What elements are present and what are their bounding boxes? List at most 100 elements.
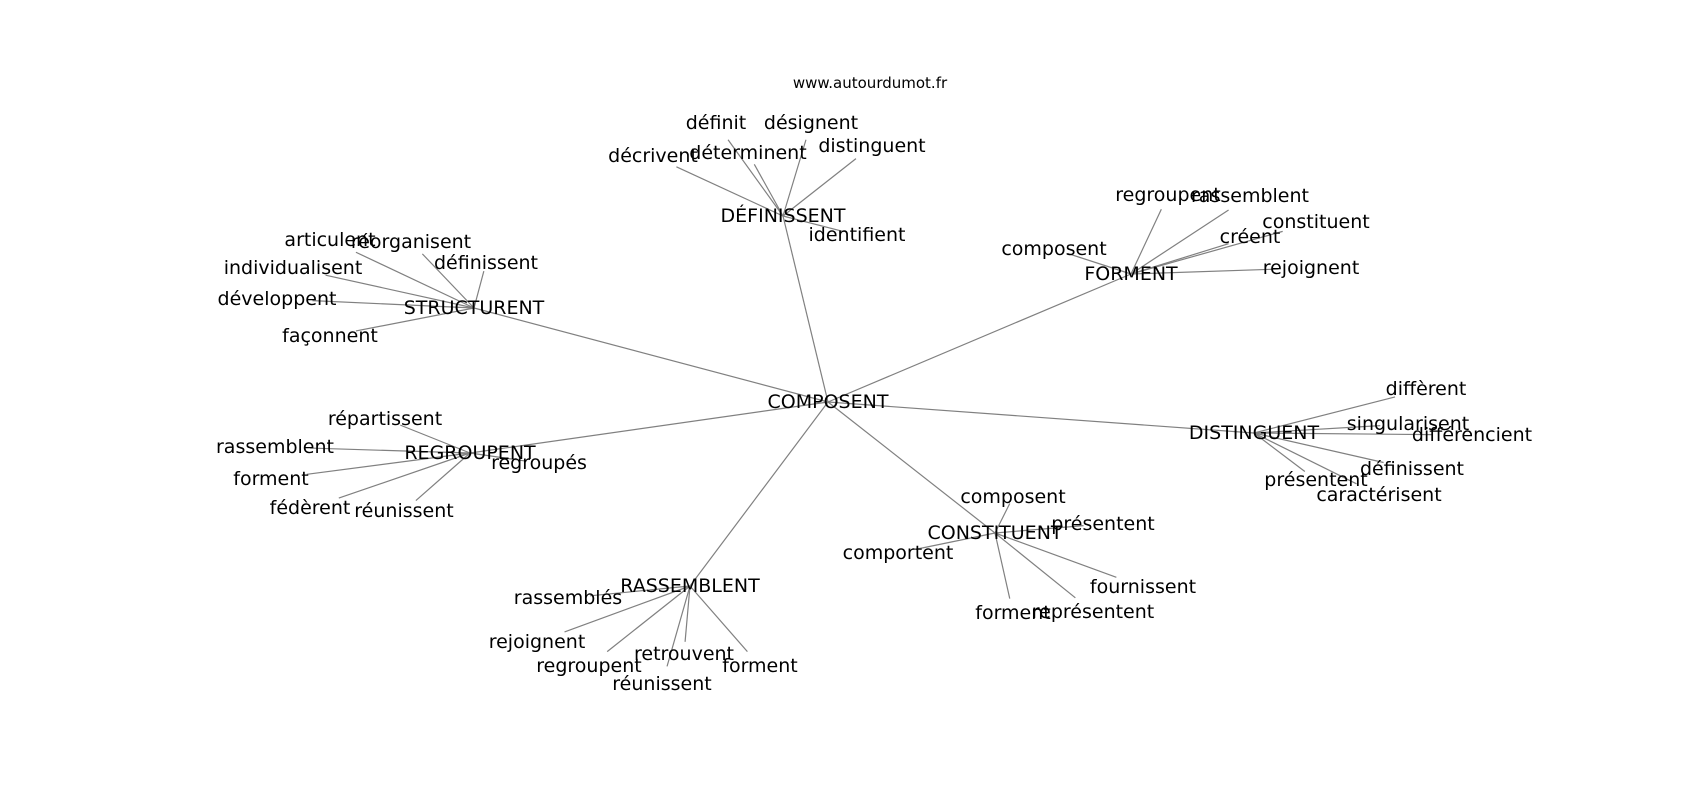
edge-regroupent-leaf-1	[310, 447, 471, 454]
node-leaf-definissent-2[interactable]: déterminent	[689, 142, 806, 164]
node-leaf-constituent-1[interactable]: présentent	[1051, 513, 1154, 535]
node-leaf-rassemblent-3[interactable]: retrouvent	[634, 643, 734, 665]
node-leaf-rassemblent-1[interactable]: rejoignent	[489, 631, 586, 653]
edge-center-regroupent	[469, 401, 829, 454]
node-leaf-forment-2[interactable]: constituent	[1262, 211, 1369, 233]
node-leaf-constituent-2[interactable]: comportent	[843, 542, 954, 564]
node-hub-distinguent[interactable]: DISTINGUENT	[1189, 422, 1320, 444]
node-leaf-regroupent-3[interactable]: fédèrent	[270, 497, 351, 519]
node-leaf-forment-5[interactable]: rejoignent	[1263, 257, 1360, 279]
node-leaf-regroupent-0[interactable]: répartissent	[328, 408, 442, 430]
node-leaf-definissent-3[interactable]: désignent	[764, 112, 858, 134]
graph-labels: COMPOSENT DÉFINISSENT décrivent définit déte…	[216, 112, 1532, 695]
node-hub-rassemblent[interactable]: RASSEMBLENT	[620, 575, 760, 597]
node-leaf-rassemblent-4[interactable]: réunissent	[612, 673, 711, 695]
edge-center-structurent	[473, 307, 829, 403]
node-hub-constituent[interactable]: CONSTITUENT	[927, 522, 1062, 544]
node-hub-definissent[interactable]: DÉFINISSENT	[721, 204, 846, 227]
node-leaf-structurent-4[interactable]: développent	[218, 288, 337, 310]
edge-distinguent-leaf-0	[1253, 396, 1396, 434]
node-hub-structurent[interactable]: STRUCTURENT	[404, 297, 545, 319]
edge-forment-leaf-2	[1130, 230, 1283, 275]
edge-center-distinguent	[827, 401, 1255, 434]
edge-definissent-leaf-5	[782, 215, 844, 233]
edge-forment-leaf-5	[1130, 268, 1279, 275]
node-leaf-constituent-3[interactable]: fournissent	[1090, 576, 1196, 598]
node-leaf-structurent-1[interactable]: réorganisent	[351, 231, 471, 253]
edge-center-forment	[827, 273, 1132, 403]
edge-center-definissent	[782, 215, 829, 403]
edge-definissent-leaf-4	[782, 158, 857, 217]
edge-rassemblent-leaf-5	[689, 585, 748, 652]
node-leaf-constituent-4[interactable]: forment	[975, 602, 1050, 624]
node-leaf-distinguent-1[interactable]: singularisent	[1347, 413, 1469, 435]
node-center[interactable]: COMPOSENT	[768, 391, 889, 413]
node-leaf-rassemblent-5[interactable]: forment	[722, 655, 797, 677]
edge-regroupent-leaf-0	[400, 424, 471, 454]
edge-distinguent-leaf-3	[1253, 432, 1384, 464]
edge-rassemblent-leaf-3	[684, 585, 691, 642]
node-leaf-definissent-4[interactable]: distinguent	[818, 135, 925, 157]
node-leaf-regroupent-4[interactable]: réunissent	[354, 500, 453, 522]
edge-distinguent-leaf-2	[1253, 432, 1433, 436]
node-leaf-structurent-3[interactable]: définissent	[434, 252, 538, 274]
node-leaf-regroupent-1[interactable]: rassemblent	[216, 436, 334, 458]
edge-constituent-leaf-2	[915, 532, 996, 550]
edge-rassemblent-leaf-0	[589, 585, 691, 597]
node-leaf-forment-4[interactable]: composent	[1001, 238, 1106, 260]
edge-regroupent-leaf-4	[415, 452, 471, 502]
edge-constituent-leaf-3	[994, 532, 1117, 578]
edge-structurent-leaf-4	[312, 300, 475, 309]
edge-structurent-leaf-1	[421, 253, 475, 309]
node-leaf-definissent-1[interactable]: définit	[686, 112, 747, 134]
node-leaf-forment-3[interactable]: créent	[1220, 226, 1281, 248]
node-leaf-structurent-0[interactable]: articulent	[284, 229, 375, 251]
edge-constituent-leaf-4	[994, 532, 1011, 599]
edge-structurent-leaf-2	[325, 274, 475, 309]
node-leaf-distinguent-5[interactable]: caractérisent	[1316, 484, 1441, 506]
edge-center-constituent	[827, 401, 996, 534]
node-hub-regroupent[interactable]: REGROUPENT	[404, 442, 536, 464]
node-leaf-distinguent-4[interactable]: présentent	[1264, 469, 1367, 491]
node-leaf-rassemblent-2[interactable]: regroupent	[536, 655, 641, 677]
edge-definissent-leaf-2	[753, 164, 784, 217]
edge-center-rassemblent	[689, 401, 829, 587]
edge-structurent-leaf-5	[355, 307, 475, 332]
node-hub-forment[interactable]: FORMENT	[1084, 263, 1178, 285]
edge-rassemblent-leaf-2	[606, 585, 691, 653]
graph-edges	[306, 139, 1433, 667]
node-leaf-structurent-5[interactable]: façonnent	[282, 325, 378, 347]
edge-regroupent-leaf-3	[338, 452, 471, 499]
edge-rassemblent-leaf-1	[564, 585, 691, 633]
node-leaf-constituent-0[interactable]: composent	[960, 486, 1065, 508]
edge-definissent-leaf-0	[676, 166, 784, 217]
node-leaf-rassemblent-0[interactable]: rassemblés	[514, 587, 622, 609]
node-leaf-regroupent-5[interactable]: regroupés	[491, 452, 587, 474]
edge-distinguent-leaf-4	[1253, 432, 1306, 473]
node-leaf-definissent-0[interactable]: décrivent	[608, 145, 698, 167]
node-leaf-forment-1[interactable]: rassemblent	[1191, 185, 1309, 207]
node-leaf-distinguent-0[interactable]: diffèrent	[1386, 378, 1467, 400]
node-leaf-forment-0[interactable]: regroupent	[1115, 184, 1220, 206]
node-leaf-structurent-2[interactable]: individualisent	[224, 257, 363, 279]
edge-constituent-leaf-1	[994, 525, 1084, 534]
edge-rassemblent-leaf-4	[666, 585, 691, 667]
edge-constituent-leaf-5	[994, 532, 1076, 599]
edge-structurent-leaf-0	[355, 251, 475, 309]
node-leaf-regroupent-2[interactable]: forment	[233, 468, 308, 490]
edge-distinguent-leaf-5	[1253, 432, 1357, 485]
edge-forment-leaf-0	[1130, 208, 1162, 275]
node-leaf-distinguent-2[interactable]: différencient	[1412, 424, 1532, 446]
node-leaf-distinguent-3[interactable]: définissent	[1360, 458, 1464, 480]
edge-forment-leaf-4	[1067, 252, 1132, 275]
node-leaf-definissent-5[interactable]: identifient	[809, 224, 906, 246]
edge-constituent-leaf-0	[994, 503, 1011, 534]
edge-distinguent-leaf-1	[1253, 425, 1381, 434]
edge-definissent-leaf-3	[782, 139, 807, 217]
edge-forment-leaf-3	[1130, 243, 1229, 275]
edge-structurent-leaf-3	[473, 270, 485, 309]
source-link[interactable]: www.autourdumot.fr	[793, 74, 948, 92]
edge-regroupent-leaf-5	[469, 452, 527, 462]
node-leaf-constituent-5[interactable]: représentent	[1032, 601, 1155, 623]
